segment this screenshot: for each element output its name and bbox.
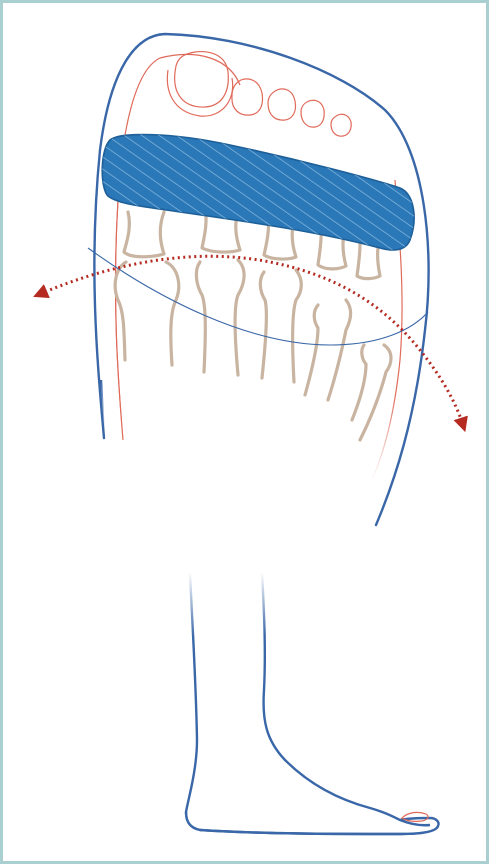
side-view (186, 572, 439, 834)
third-toe (268, 89, 296, 120)
big-toe (175, 52, 229, 107)
fourth-toe (301, 100, 324, 127)
phalanx-1 (124, 212, 164, 257)
fifth-toe (331, 114, 351, 136)
phalanx-5 (357, 244, 380, 279)
leg-back-outline (262, 572, 430, 825)
leg-front-outline (186, 572, 438, 834)
second-toe (232, 79, 263, 115)
toes (167, 52, 351, 137)
plantar-view (40, 34, 463, 525)
